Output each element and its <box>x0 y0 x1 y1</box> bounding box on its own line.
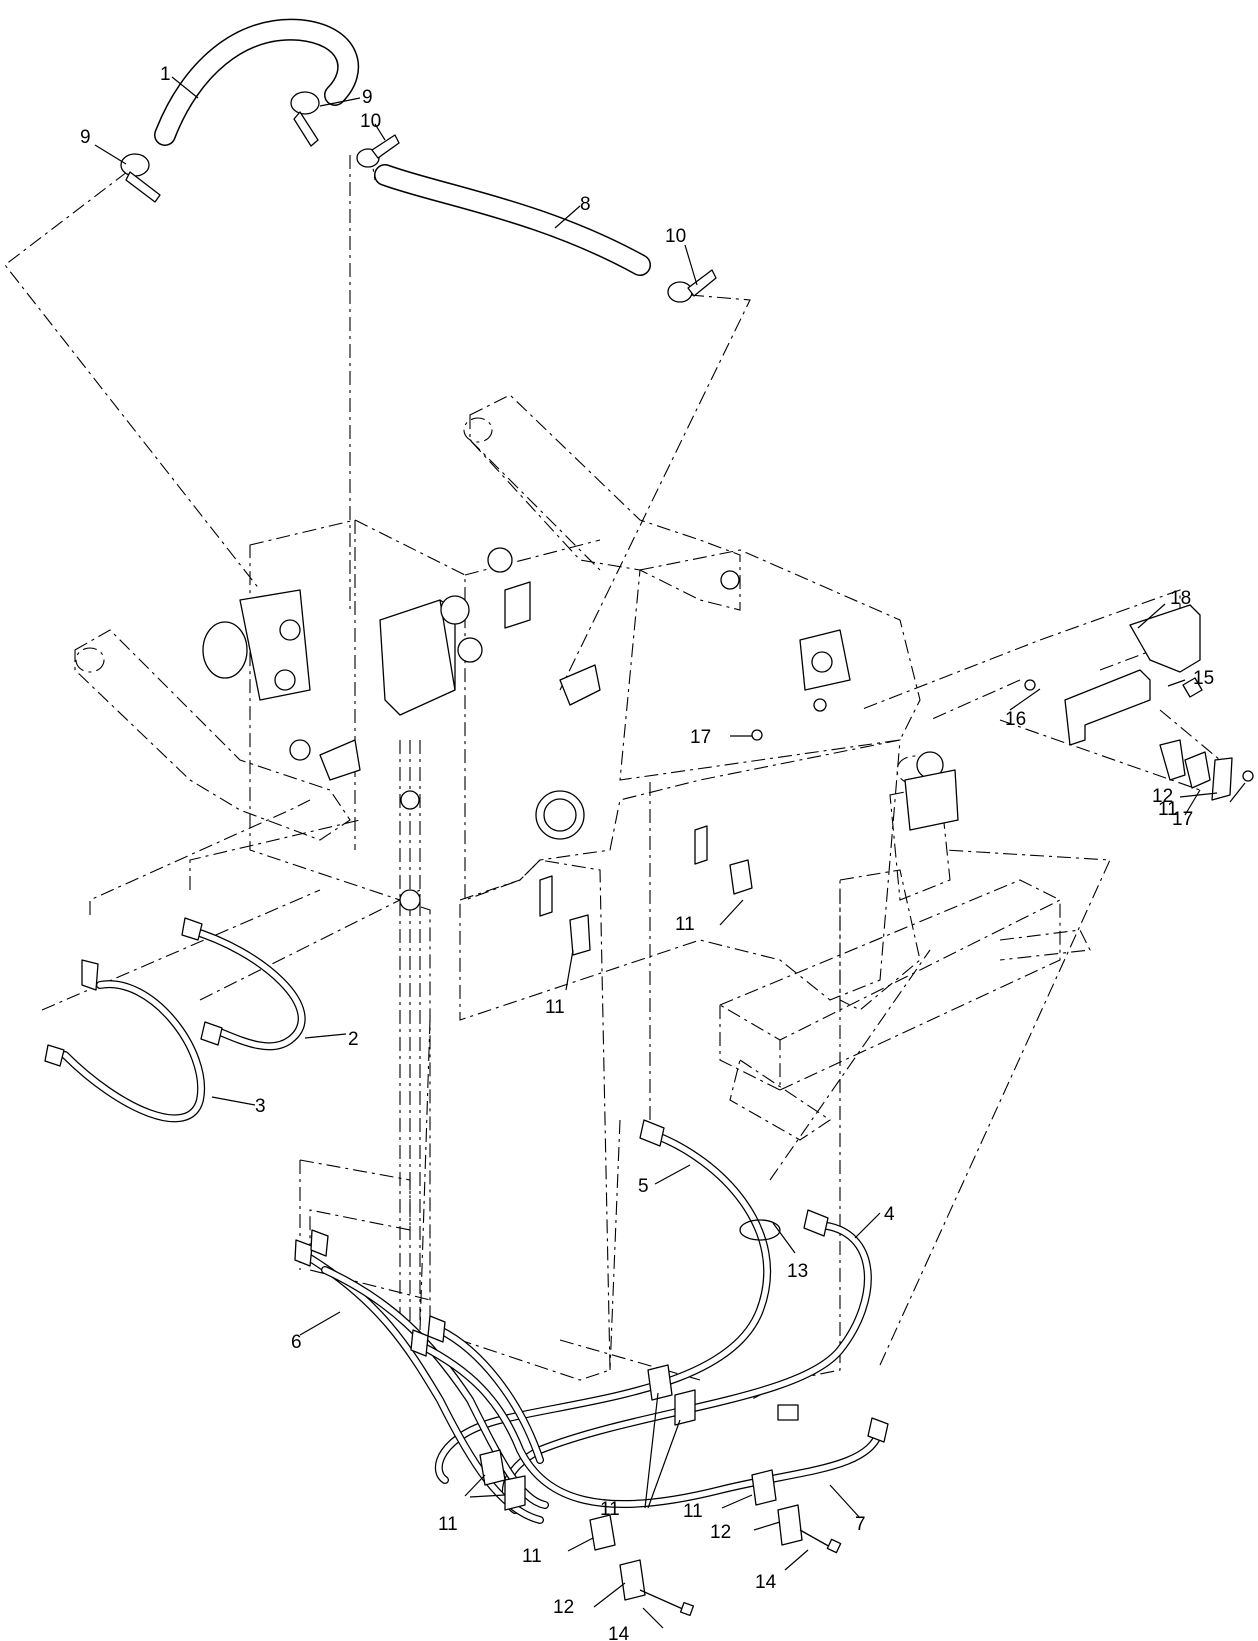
callout-clamp-bracket-right: 11 <box>1158 799 1178 820</box>
callout-clamp-mid-right: 10 <box>665 226 686 247</box>
hose-small-3 <box>44 959 206 1123</box>
hose-small-2 <box>181 917 306 1051</box>
bolt-lower-left <box>639 1589 695 1617</box>
hose-lower-7 <box>410 1315 889 1509</box>
callout-nut-right: 17 <box>1172 809 1193 830</box>
callout-nut-upper: 17 <box>690 727 711 748</box>
callout-hose-small-3: 3 <box>255 1096 266 1117</box>
cover-bracket <box>1064 604 1201 746</box>
phantom-leader-lines <box>4 149 1221 1401</box>
hose-lower-4 <box>501 1209 872 1514</box>
callout-bolt-lower-right: 14 <box>755 1572 777 1593</box>
hose-clamp-mid-left <box>356 134 400 168</box>
hose-tie <box>739 1219 781 1241</box>
hose-clamp-bracket-right <box>1159 739 1233 801</box>
phantom-frame-outline <box>74 394 1091 1381</box>
callout-hose-lower-4: 4 <box>884 1204 895 1225</box>
callout-clamp-lower-right: 11 <box>683 1501 703 1522</box>
callout-clamp-left: 9 <box>80 127 91 148</box>
hose-clamp-frame-right <box>694 825 753 895</box>
callout-washer-bracket: 16 <box>1005 709 1026 730</box>
callout-cover-bracket: 18 <box>1170 588 1191 609</box>
hose-clamp-upper-right <box>290 91 320 147</box>
callout-leaders <box>94 76 1246 1629</box>
callout-bolt-lower-left: 14 <box>608 1624 630 1641</box>
callout-clamp-lower-bottom: 11 <box>522 1546 542 1567</box>
callout-hose-tie: 13 <box>787 1261 808 1282</box>
hose-clamp-lower-left <box>479 1449 526 1511</box>
hose-clamp-mid-right <box>667 269 717 303</box>
nut-upper <box>751 729 763 741</box>
callout-plate-lower-left: 12 <box>553 1597 574 1618</box>
pivot-fittings-right <box>720 570 851 712</box>
cylinder-rod <box>904 751 959 831</box>
washer-bracket <box>1024 679 1036 691</box>
callout-clamp-frame-center: 11 <box>545 997 565 1018</box>
hose-clamp-frame-center <box>539 875 591 956</box>
bolt-bracket <box>1182 677 1203 698</box>
valve-block <box>379 547 601 840</box>
clamp-plate-lower-left <box>619 1559 646 1601</box>
callout-numbers: 1 2 3 4 5 6 7 8 9 9 10 10 11 11 11 11 11… <box>80 64 1214 1641</box>
callout-clamp-mid-left: 10 <box>360 111 381 132</box>
callout-hose-small-2: 2 <box>348 1029 359 1050</box>
callout-hose-lower-6: 6 <box>291 1332 302 1353</box>
callout-hose-upper: 1 <box>160 64 171 85</box>
callout-hose-lower-7: 7 <box>855 1514 866 1535</box>
callout-clamp-frame-right: 11 <box>675 914 695 935</box>
callout-plate-bracket-right: 12 <box>1152 786 1173 807</box>
hose-middle-straight <box>374 164 651 276</box>
hose-upper-curved <box>154 18 360 146</box>
callout-hose-lower-5: 5 <box>638 1176 649 1197</box>
hose-clamp-lower-right <box>751 1469 777 1506</box>
hose-clamp-left <box>120 153 161 203</box>
bolt-lower-right <box>799 1529 842 1554</box>
pump-fittings-left <box>202 589 311 701</box>
callout-bolt-bracket: 15 <box>1193 668 1214 689</box>
callout-plate-lower-right: 12 <box>710 1522 731 1543</box>
callout-hose-middle: 8 <box>580 194 591 215</box>
left-pivot-fittings <box>289 739 421 911</box>
hose-clamp-lower-center <box>647 1364 696 1426</box>
callout-clamp-upper: 9 <box>362 87 373 108</box>
callout-clamp-lower-center: 11 <box>600 1499 620 1520</box>
hose-clamp-lower-bottom <box>589 1514 616 1551</box>
callout-clamp-lower-left: 11 <box>438 1514 458 1535</box>
clamp-plate-lower-right <box>777 1504 803 1546</box>
nut-right <box>1242 770 1254 782</box>
